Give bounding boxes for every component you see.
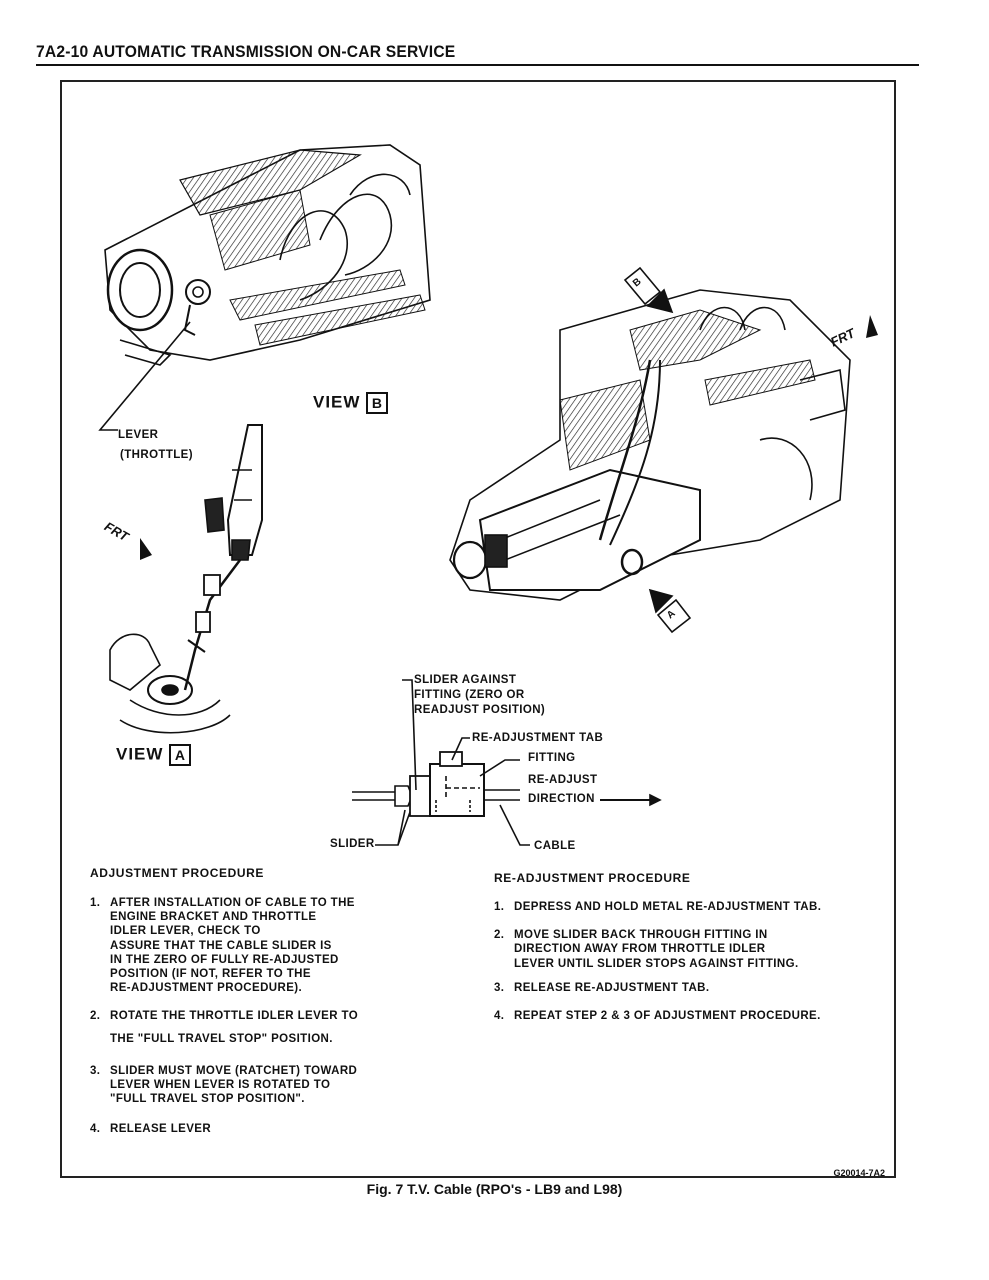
adjustment-steps: 1. AFTER INSTALLATION OF CABLE TO THE ENGI… — [90, 896, 420, 1137]
step-text-line: SLIDER MUST MOVE (RATCHET) TOWARD — [110, 1064, 358, 1077]
step-number: 4. — [494, 1010, 505, 1023]
step-text-line: MOVE SLIDER BACK THROUGH FITTING IN — [514, 929, 768, 942]
readjustment-steps: 1. DEPRESS AND HOLD METAL RE-ADJUSTMENT T… — [494, 900, 854, 1023]
figure-code: G20014-7A2 — [833, 1168, 885, 1178]
step-text-line: REPEAT STEP 2 & 3 OF ADJUSTMENT PROCEDUR… — [514, 1010, 821, 1023]
direction-label: DIRECTION — [528, 793, 595, 805]
step-text-line: LEVER WHEN LEVER IS ROTATED TO — [110, 1079, 331, 1092]
slider-against-label-3: READJUST POSITION) — [414, 704, 546, 716]
lever-label: LEVER — [118, 429, 159, 441]
step-text-line: DIRECTION AWAY FROM THROTTLE IDLER — [514, 943, 766, 956]
procedure-step: 4. REPEAT STEP 2 & 3 OF ADJUSTMENT PROCED… — [494, 1009, 854, 1023]
step-number: 2. — [494, 929, 505, 942]
slider-label: SLIDER — [330, 838, 375, 850]
readjust-label: RE-ADJUST — [528, 774, 598, 786]
view-b-box: B — [366, 392, 389, 414]
procedure-step: 4. RELEASE LEVER — [90, 1122, 420, 1136]
figure-frame — [60, 80, 896, 1178]
step-text-line: IDLER LEVER, CHECK TO — [110, 925, 261, 938]
readjustment-procedure-title: RE-ADJUSTMENT PROCEDURE — [494, 871, 691, 885]
cable-label: CABLE — [534, 840, 576, 852]
step-text-line: IN THE ZERO OF FULLY RE-ADJUSTED — [110, 953, 339, 966]
step-number: 3. — [494, 981, 505, 994]
frt-arrow-left — [140, 538, 152, 560]
step-text-line: "FULL TRAVEL STOP POSITION". — [110, 1093, 305, 1106]
step-text-line: ENGINE BRACKET AND THROTTLE — [110, 911, 317, 924]
engine-transmission-illustration — [449, 289, 851, 601]
engine-top-illustration — [104, 144, 431, 366]
throttle-cable-illustration — [109, 424, 263, 734]
step-text-line: RELEASE LEVER — [110, 1123, 212, 1136]
throttle-label: (THROTTLE) — [120, 449, 193, 461]
procedure-step: 1. AFTER INSTALLATION OF CABLE TO THE ENGI… — [90, 896, 420, 995]
view-b-marker — [623, 266, 674, 314]
step-text-line: ROTATE THE THROTTLE IDLER LEVER TO — [110, 1010, 359, 1023]
figure-caption: Fig. 7 T.V. Cable (RPO's - LB9 and L98) — [366, 1181, 623, 1197]
view-a-text: VIEW — [116, 744, 164, 764]
view-b-text: VIEW — [313, 392, 361, 412]
step-number: 4. — [90, 1123, 101, 1136]
step-text-line: RE-ADJUSTMENT PROCEDURE). — [110, 982, 303, 995]
procedure-step: 2. ROTATE THE THROTTLE IDLER LEVER TO THE … — [90, 1009, 420, 1045]
step-number: 1. — [90, 897, 101, 909]
view-a-marker — [648, 588, 692, 634]
slider-against-label-2: FITTING (ZERO OR — [414, 689, 525, 701]
readjustment-tab-label: RE-ADJUSTMENT TAB — [472, 732, 604, 744]
procedure-step: 1. DEPRESS AND HOLD METAL RE-ADJUSTMENT T… — [494, 900, 854, 914]
frt-arrow-right — [866, 315, 878, 338]
step-text-line: THE "FULL TRAVEL STOP" POSITION. — [110, 1032, 333, 1045]
step-text-line: ASSURE THAT THE CABLE SLIDER IS — [110, 939, 332, 952]
step-text-line: LEVER UNTIL SLIDER STOPS AGAINST FITTING… — [514, 957, 799, 970]
page-header: 7A2-10 AUTOMATIC TRANSMISSION ON-CAR SER… — [36, 42, 456, 61]
step-number: 2. — [90, 1010, 101, 1023]
view-a-box: A — [169, 744, 192, 766]
step-text-line: RELEASE RE-ADJUSTMENT TAB. — [514, 981, 710, 994]
step-number: 1. — [494, 901, 505, 913]
header-rule — [36, 64, 919, 66]
step-text-line: DEPRESS AND HOLD METAL RE-ADJUSTMENT TAB… — [514, 901, 822, 913]
procedure-step: 3. RELEASE RE-ADJUSTMENT TAB. — [494, 981, 854, 995]
fitting-label: FITTING — [528, 752, 576, 764]
procedure-step: 3. SLIDER MUST MOVE (RATCHET) TOWARD LEVER… — [90, 1064, 420, 1107]
step-text-line: AFTER INSTALLATION OF CABLE TO THE — [110, 897, 355, 909]
step-number: 3. — [90, 1064, 101, 1077]
adjustment-procedure-title: ADJUSTMENT PROCEDURE — [90, 866, 265, 880]
step-text-line: POSITION (IF NOT, REFER TO THE — [110, 968, 311, 981]
slider-against-label-1: SLIDER AGAINST — [414, 674, 517, 686]
cable-fitting-detail — [352, 679, 662, 846]
